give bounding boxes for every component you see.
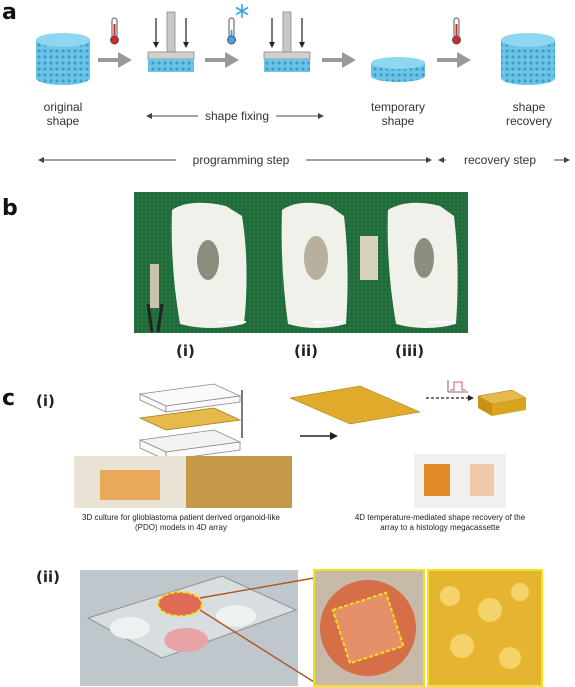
recovery-step-label: recovery step (463, 153, 537, 167)
panel-b-sublabel-ii: (ii) (294, 342, 318, 360)
original-shape-sponge (36, 33, 90, 85)
panel-a-schematic (36, 4, 570, 163)
snowflake-icon (235, 4, 249, 18)
recovered-shape-sponge (501, 33, 555, 85)
photo-c-ii-plate (80, 570, 298, 686)
panel-c-ii-photos (80, 569, 543, 687)
caption-c-i-left: 3D culture for glioblastoma patient deri… (82, 513, 280, 532)
caption-c-i-right: 4D temperature-mediated shape recovery o… (354, 513, 526, 532)
thermometer-hot-icon-2 (452, 17, 461, 45)
photo-b-iii (356, 192, 468, 333)
temporary-shape-sponge (371, 57, 425, 82)
process-arrow-3 (322, 52, 356, 68)
panel-b-letter: b (2, 196, 18, 221)
original-shape-label: original shape (43, 100, 83, 128)
temporary-shape-label: temporary shape (370, 100, 426, 128)
press-1 (147, 11, 195, 72)
process-arrow-2 (205, 52, 239, 68)
photo-c-ii-dish (313, 569, 425, 687)
mold-exploded-view (138, 383, 242, 461)
panel-a-letter: a (2, 0, 17, 25)
press-2 (263, 11, 311, 72)
process-arrow-1 (98, 52, 132, 68)
panel-b-sublabel-i: (i) (176, 342, 195, 360)
photo-b-i (134, 192, 258, 333)
temperature-plot-icon (447, 380, 468, 393)
photo-c-ii-closeup (427, 569, 543, 687)
panel-c-sublabel-ii: (ii) (36, 568, 60, 586)
photo-c-i-middle (186, 456, 292, 508)
shape-fixing-label: shape fixing (204, 109, 270, 123)
array-lattice (289, 385, 421, 425)
panel-c-i-illustration (74, 380, 527, 508)
photo-b-ii (258, 192, 356, 333)
panel-c-letter: c (2, 386, 16, 411)
shape-recovery-label: shape recovery (505, 100, 552, 128)
panel-b-photos (134, 192, 468, 333)
programming-step-label: programming step (192, 153, 290, 167)
thermometer-hot-icon (110, 17, 119, 45)
panel-b-sublabel-iii: (iii) (395, 342, 425, 360)
panel-c-sublabel-i: (i) (36, 392, 55, 410)
recovered-array-block (477, 389, 527, 416)
thermometer-cold-icon (227, 17, 236, 45)
process-arrow-4 (437, 52, 471, 68)
